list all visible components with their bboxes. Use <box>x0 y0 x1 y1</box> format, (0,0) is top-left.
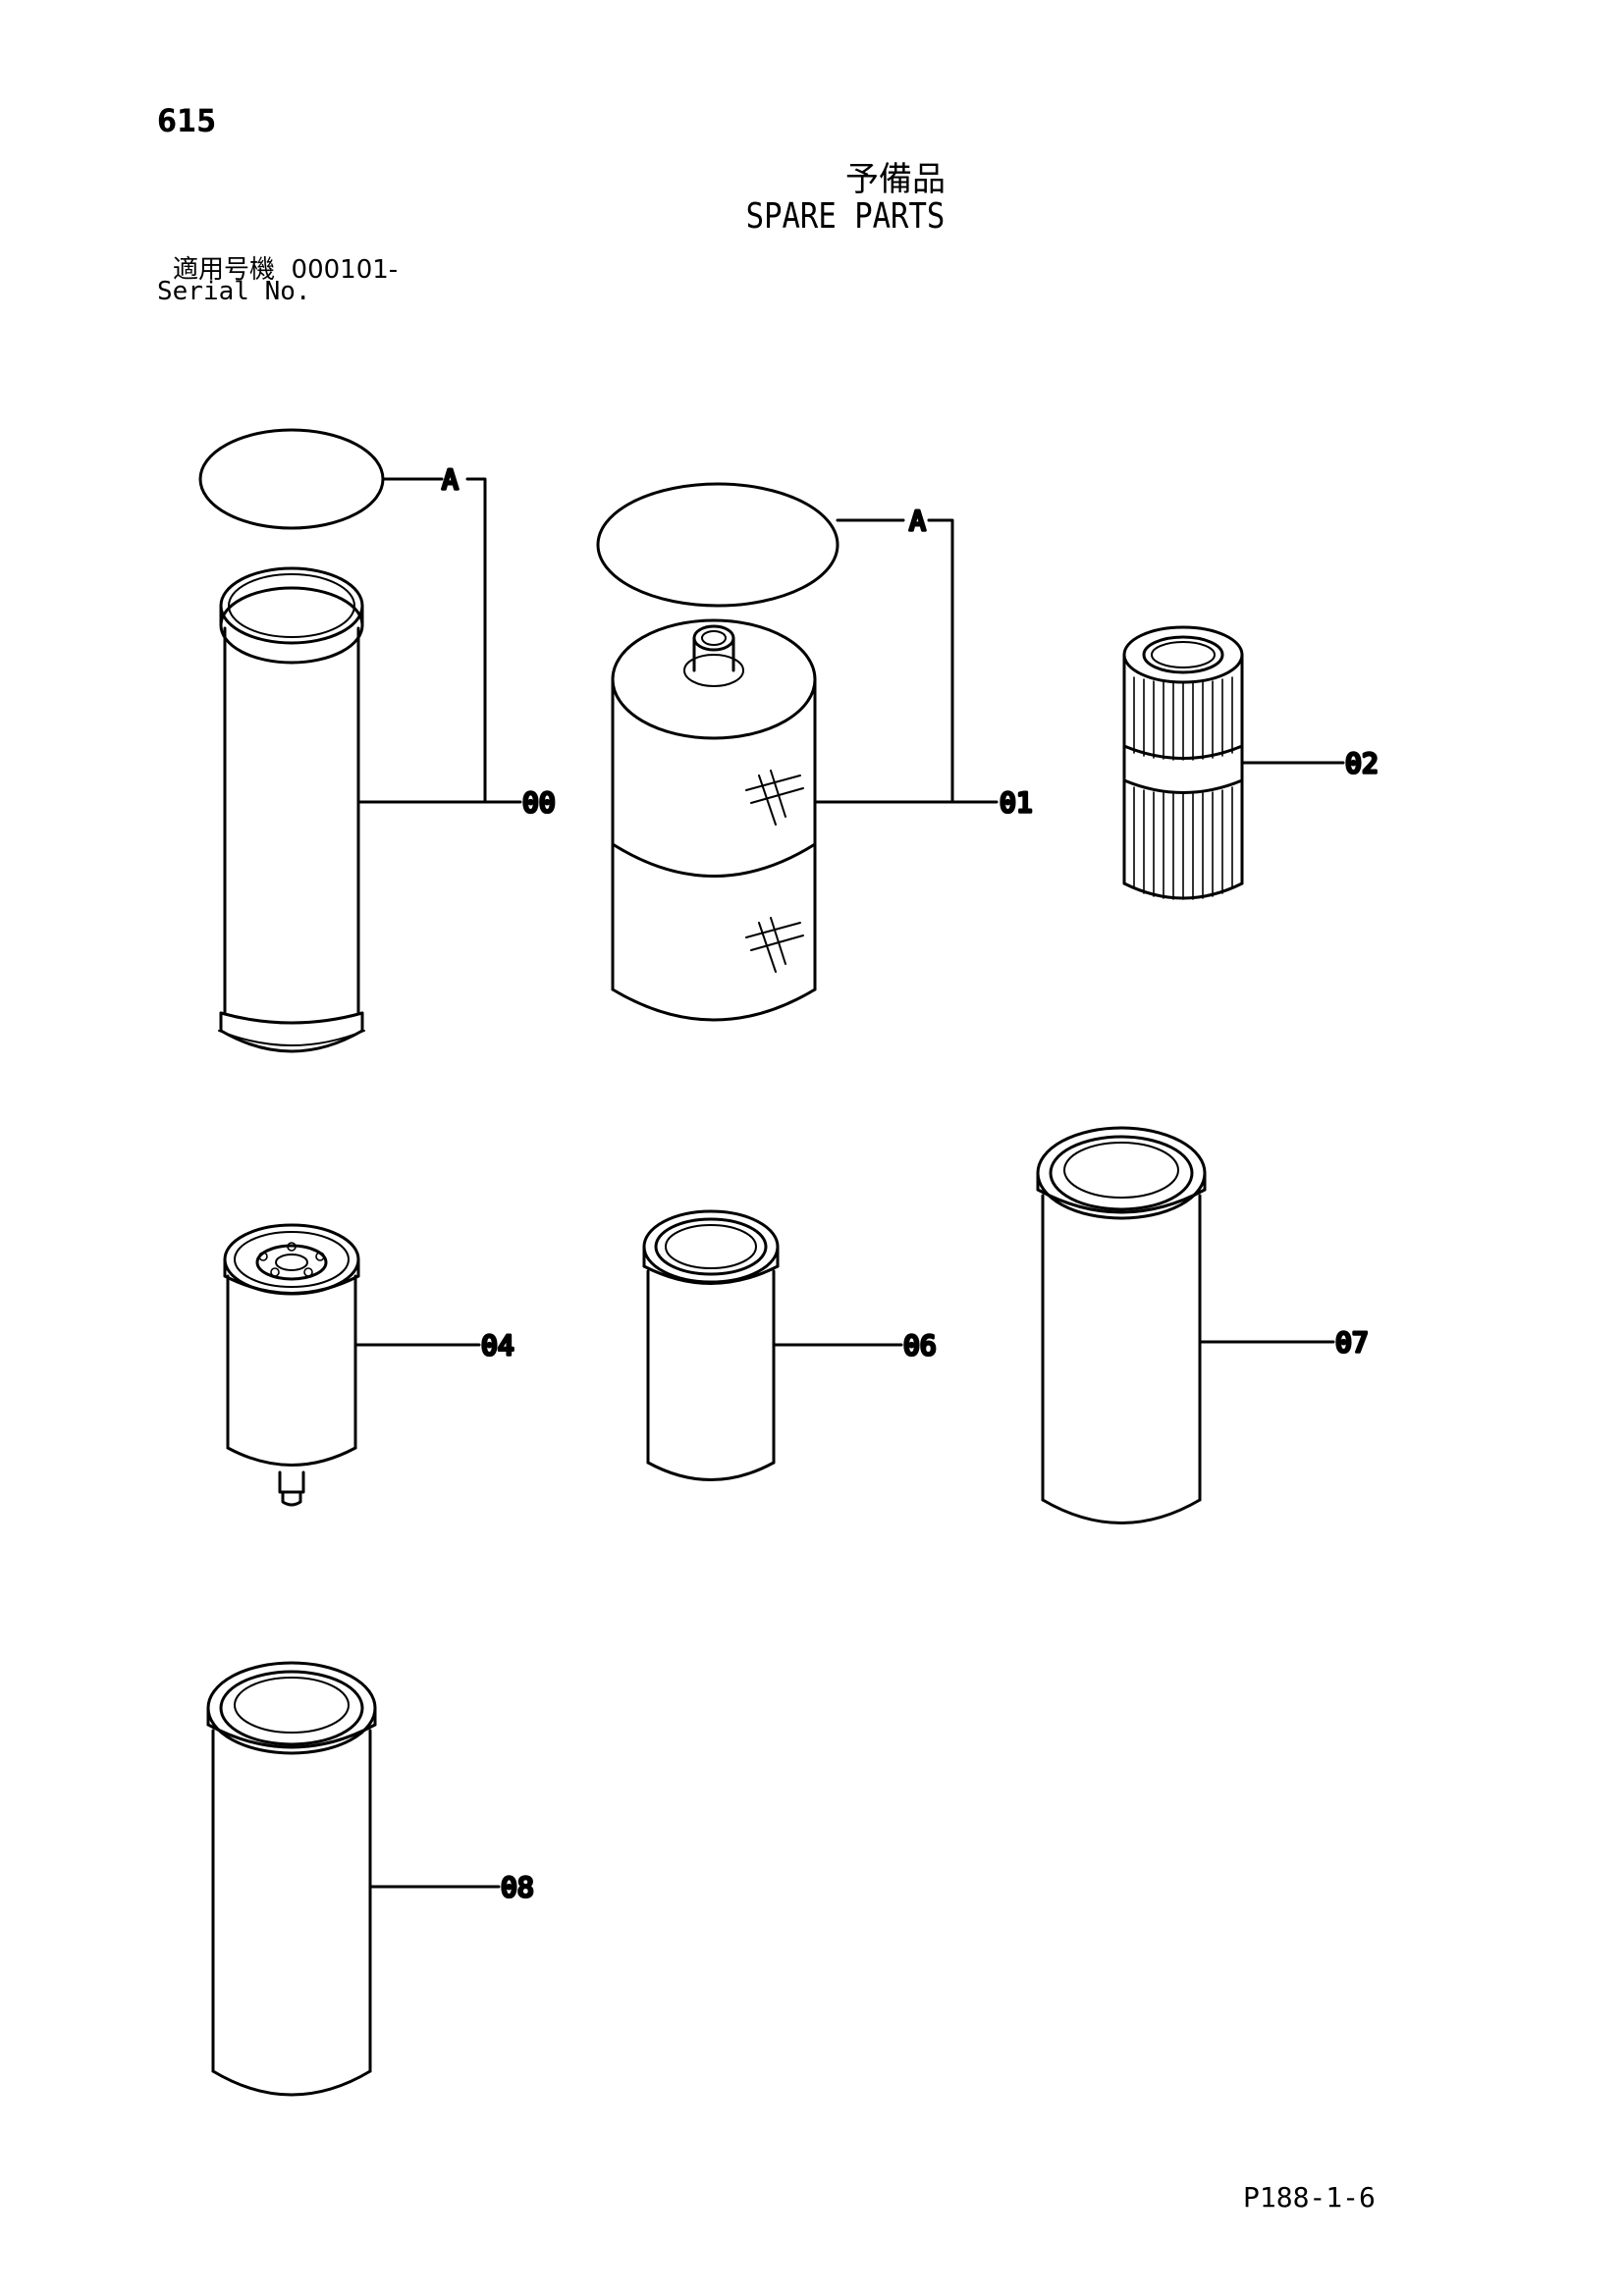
figure-reference: P188-1-6 <box>1243 2181 1376 2214</box>
part-02-pleated-filter <box>1122 625 1345 900</box>
callout-06: 06 <box>903 1329 937 1362</box>
page-number: 615 <box>157 102 217 139</box>
callout-02: 02 <box>1345 747 1379 779</box>
serial-label-jp: 適用号機 000101- <box>173 249 398 286</box>
callout-04: 04 <box>481 1329 514 1362</box>
page-title-jp: 予備品 <box>845 160 946 199</box>
part-06-spin-on-filter <box>642 1209 903 1481</box>
callout-01: 01 <box>1000 786 1033 819</box>
callout-08: 08 <box>501 1871 534 1903</box>
callout-00: 00 <box>522 786 556 819</box>
part-01-oil-filter <box>596 482 999 1022</box>
callout-a-2: A <box>909 505 926 537</box>
callout-a-1: A <box>442 463 459 496</box>
serial-label-en: Serial No. <box>157 277 311 306</box>
part-04-fuel-filter <box>223 1223 481 1507</box>
callout-07: 07 <box>1335 1326 1369 1359</box>
part-00-air-filter-outer <box>198 428 522 1053</box>
part-08-filter-element <box>206 1661 501 2097</box>
part-07-filter-element <box>1036 1126 1335 1524</box>
page-title-en: SPARE PARTS <box>745 196 946 237</box>
serial-label-jp-text: 適用号機 <box>173 255 276 285</box>
serial-range: 000101- <box>291 255 399 285</box>
